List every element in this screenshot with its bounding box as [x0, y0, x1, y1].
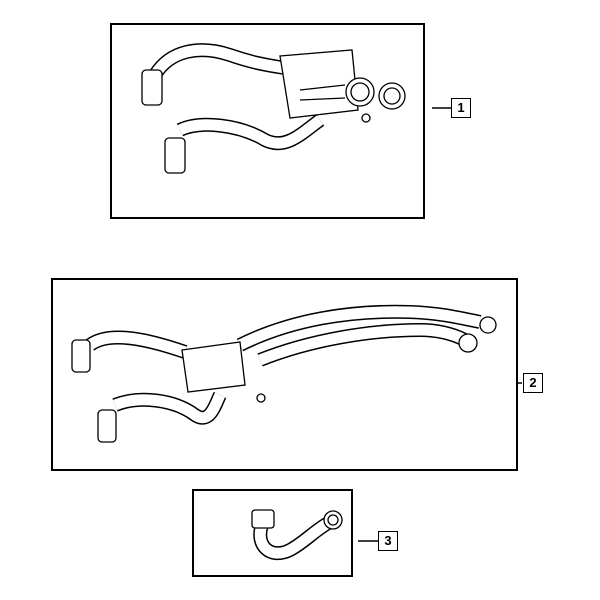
callout-1: 1 — [451, 98, 471, 118]
part-3-frame — [192, 489, 353, 577]
part-3-hose — [251, 509, 343, 561]
callout-3: 3 — [378, 531, 398, 551]
part-2-frame — [51, 278, 518, 471]
callout-2: 2 — [523, 373, 543, 393]
part-2-hose-assembly — [71, 304, 497, 443]
part-1-hose-assembly — [141, 43, 406, 174]
part-1-frame — [110, 23, 425, 219]
